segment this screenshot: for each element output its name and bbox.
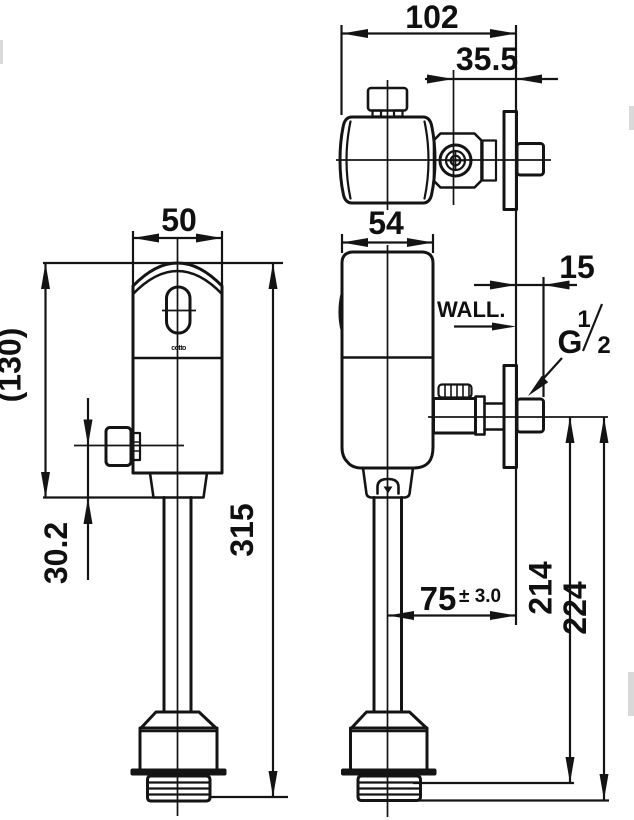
arrowhead	[490, 611, 516, 620]
dim-35.5-label: 35.5	[456, 41, 518, 77]
dim-54-label: 54	[368, 205, 404, 241]
front-view: cotto	[74, 238, 227, 816]
leader-line	[542, 357, 563, 380]
arrowhead	[388, 611, 414, 620]
arrowhead	[41, 472, 50, 498]
front-thread	[146, 774, 212, 803]
front-body-cap-seam-arc	[131, 269, 224, 296]
arrowhead	[599, 774, 609, 800]
dim-15-label: 15	[559, 249, 595, 285]
dim-102-label: 102	[405, 0, 458, 35]
edge-artifact	[629, 106, 634, 130]
arrowhead	[490, 29, 516, 38]
side-outlet-cup	[361, 466, 415, 499]
arrowhead	[268, 771, 278, 797]
top-view-screw-block	[432, 132, 483, 189]
fraction-slash	[581, 303, 604, 352]
front-outlet-step	[148, 471, 209, 499]
side-spreader-lip	[341, 768, 437, 776]
top-view-body-inner-arc-right	[423, 120, 430, 200]
front-spreader-shoulder	[139, 710, 218, 730]
front-inlet-nut	[104, 426, 133, 467]
front-body-outline	[131, 261, 224, 475]
arrowhead	[565, 417, 575, 443]
side-outlet-notch	[383, 486, 393, 494]
arrowhead	[427, 74, 454, 84]
front-spreader-lip	[130, 768, 227, 776]
side-sensor-bulge	[338, 291, 344, 333]
arrowhead	[83, 498, 93, 524]
edge-artifact	[0, 40, 3, 64]
dim-224-label: 224	[557, 581, 593, 635]
side-thread-nut	[515, 397, 545, 434]
arrowhead	[342, 238, 368, 247]
dim-30.2-label: 30.2	[38, 522, 74, 584]
side-spreader-shoulder	[350, 710, 428, 730]
brand-mark: cotto	[171, 345, 186, 352]
thread-spec-denominator: 2	[597, 332, 610, 359]
adjust-screw	[437, 383, 473, 399]
arrowhead	[543, 280, 570, 290]
dim-214-label: 214	[523, 561, 559, 615]
arrowhead	[516, 74, 542, 84]
dim-315-label: 315	[224, 503, 260, 556]
top-view-cap	[366, 86, 409, 112]
leader-arrowhead	[528, 375, 549, 396]
arrowhead	[565, 757, 575, 783]
arrowhead	[342, 29, 368, 38]
arrowhead	[83, 419, 93, 446]
thread-spec-letter: G	[558, 324, 583, 360]
wall-label: WALL.	[437, 297, 505, 322]
top-view-body-inner-arc-left	[345, 120, 352, 200]
dim-130-label: (130)	[0, 328, 28, 403]
arrowhead	[490, 280, 516, 290]
inlet-ring	[474, 395, 486, 436]
dim-75-label: 75	[420, 580, 457, 617]
inlet-block	[432, 397, 477, 435]
dimensions: 102 35.5 50 54 15 WALL. G 1 2	[0, 0, 611, 802]
top-view-coupling	[481, 139, 498, 182]
top-view-body	[338, 115, 437, 205]
arrowhead	[133, 233, 159, 243]
arrowhead	[196, 233, 222, 243]
thread-spec-numerator: 1	[577, 306, 590, 333]
front-inlet-ribs	[129, 431, 142, 462]
arrowhead	[599, 417, 609, 443]
edge-artifact	[628, 672, 634, 716]
dim-50-label: 50	[161, 202, 197, 238]
top-view	[336, 70, 551, 211]
dim-75-tolerance: ± 3.0	[459, 586, 501, 607]
screw-middle-circle	[444, 149, 467, 172]
arrowhead	[268, 263, 278, 289]
screw-outer-circle	[438, 143, 473, 178]
arrowhead	[492, 322, 516, 331]
side-outlet-arch	[376, 477, 400, 495]
arrowhead	[407, 238, 433, 247]
arrowhead	[41, 263, 50, 289]
